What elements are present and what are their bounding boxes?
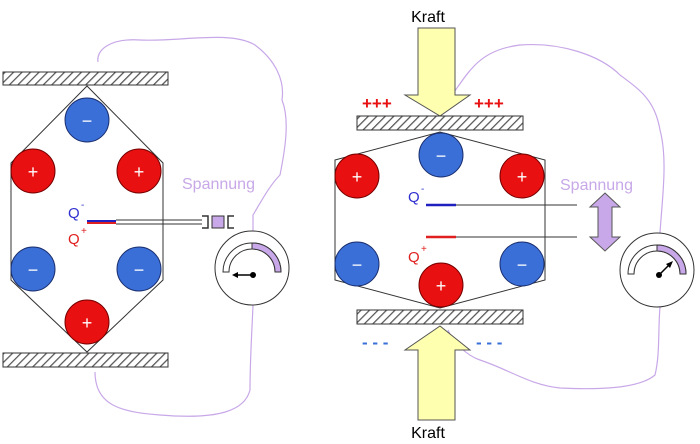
svg-text:Q: Q bbox=[68, 231, 80, 248]
svg-text:+: + bbox=[517, 167, 528, 187]
voltage-label-right: Spannung bbox=[560, 177, 633, 194]
force-label-bottom: Kraft bbox=[411, 425, 445, 442]
svg-text:-: - bbox=[421, 184, 424, 195]
ion-negative: − bbox=[418, 132, 464, 178]
svg-text:+: + bbox=[81, 226, 87, 237]
ion-positive: + bbox=[116, 148, 162, 194]
svg-text:+: + bbox=[134, 162, 145, 182]
svg-text:+: + bbox=[28, 162, 39, 182]
double-arrow-icon bbox=[588, 192, 622, 252]
ion-positive: + bbox=[499, 153, 545, 199]
svg-text:−: − bbox=[352, 255, 363, 275]
charge-labels-left: Q - Q + bbox=[68, 200, 87, 248]
ion-positive: + bbox=[10, 148, 56, 194]
plus-signs-right: +++ bbox=[474, 94, 504, 113]
ion-positive: + bbox=[64, 299, 110, 345]
voltmeter-right-icon bbox=[619, 232, 695, 308]
crystal-cell-left bbox=[10, 85, 164, 353]
svg-text:-: - bbox=[81, 200, 84, 211]
ion-negative: − bbox=[64, 97, 110, 143]
ion-negative: − bbox=[116, 246, 162, 292]
force-label-top: Kraft bbox=[411, 9, 445, 26]
force-arrow-down bbox=[403, 27, 472, 117]
crystal-cell-right bbox=[334, 131, 546, 309]
svg-text:Q: Q bbox=[68, 205, 80, 222]
svg-text:+: + bbox=[436, 276, 447, 296]
minus-signs-right: - - - bbox=[476, 333, 502, 352]
ion-negative: − bbox=[499, 241, 545, 287]
ion-positive: + bbox=[418, 262, 464, 308]
plate-top-left bbox=[2, 71, 169, 86]
ion-negative: − bbox=[10, 246, 56, 292]
svg-text:Q: Q bbox=[408, 189, 420, 206]
minus-signs-left: - - - bbox=[362, 333, 388, 352]
svg-text:−: − bbox=[436, 146, 447, 166]
ions-left: − + + − − + bbox=[10, 97, 162, 345]
ion-negative: − bbox=[334, 241, 380, 287]
voltmeter-left-icon bbox=[214, 230, 290, 306]
plate-bottom-left bbox=[2, 352, 169, 368]
ions-right: − + + − − + bbox=[334, 132, 545, 308]
wire-left bbox=[94, 36, 287, 417]
connector-icon bbox=[202, 215, 234, 229]
charge-labels-right: Q - Q + bbox=[408, 184, 427, 266]
wire-right bbox=[447, 43, 665, 390]
svg-text:−: − bbox=[28, 260, 39, 280]
svg-text:Q: Q bbox=[408, 249, 420, 266]
plate-top-right bbox=[356, 115, 524, 131]
plate-bottom-right bbox=[356, 309, 524, 325]
force-arrow-up bbox=[403, 325, 472, 421]
svg-text:−: − bbox=[134, 260, 145, 280]
svg-text:−: − bbox=[517, 255, 528, 275]
plus-signs-left: +++ bbox=[362, 94, 392, 113]
svg-text:+: + bbox=[421, 244, 427, 255]
svg-text:−: − bbox=[82, 111, 93, 131]
voltage-label-left: Spannung bbox=[182, 176, 255, 193]
svg-text:+: + bbox=[352, 167, 363, 187]
ion-positive: + bbox=[334, 153, 380, 199]
svg-text:+: + bbox=[82, 313, 93, 333]
